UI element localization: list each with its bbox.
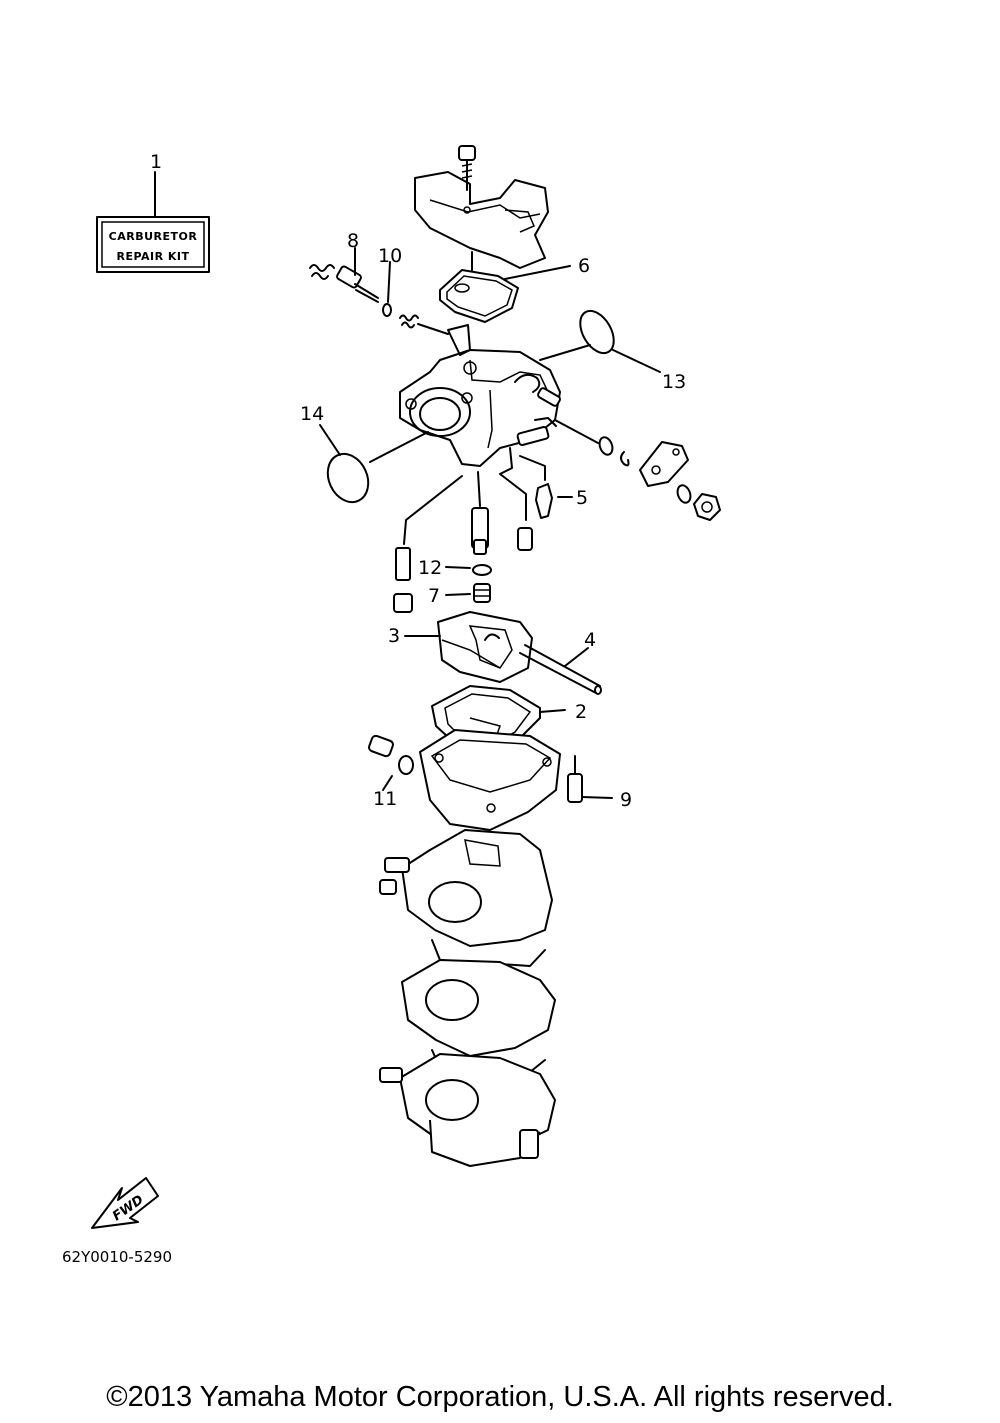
throttle-linkage [554, 419, 721, 521]
callout-9: 9 [620, 789, 632, 811]
copyright-notice: ©2013 Yamaha Motor Corporation, U.S.A. A… [106, 1381, 894, 1413]
forward-direction-arrow: FWD [91, 1177, 159, 1229]
float-chamber [419, 729, 561, 831]
repair-kit-label: CARBURETOR REPAIR KIT [96, 216, 210, 273]
callout-1: 1 [150, 151, 162, 173]
callout-5: 5 [576, 487, 588, 509]
carburetor-body [399, 324, 561, 467]
callout-10: 10 [378, 245, 402, 267]
cover-gasket [439, 269, 519, 323]
callout-14: 14 [300, 403, 324, 425]
float [437, 611, 533, 683]
callout-7: 7 [428, 585, 440, 607]
pilot-screw [309, 264, 379, 303]
reference-code: 62Y0010-5290 [62, 1248, 172, 1266]
kit-label-line2: REPAIR KIT [116, 250, 189, 263]
top-bracket [414, 145, 549, 269]
carburetor-assembly [379, 829, 556, 1167]
callout-12: 12 [418, 557, 442, 579]
callout-13: 13 [662, 371, 686, 393]
callout-8: 8 [347, 230, 359, 252]
kit-label-line1: CARBURETOR [109, 230, 198, 243]
callout-3: 3 [388, 625, 400, 647]
callout-11: 11 [373, 788, 397, 810]
callout-2: 2 [575, 701, 587, 723]
callout-4: 4 [584, 629, 596, 651]
callout-6: 6 [578, 255, 590, 277]
